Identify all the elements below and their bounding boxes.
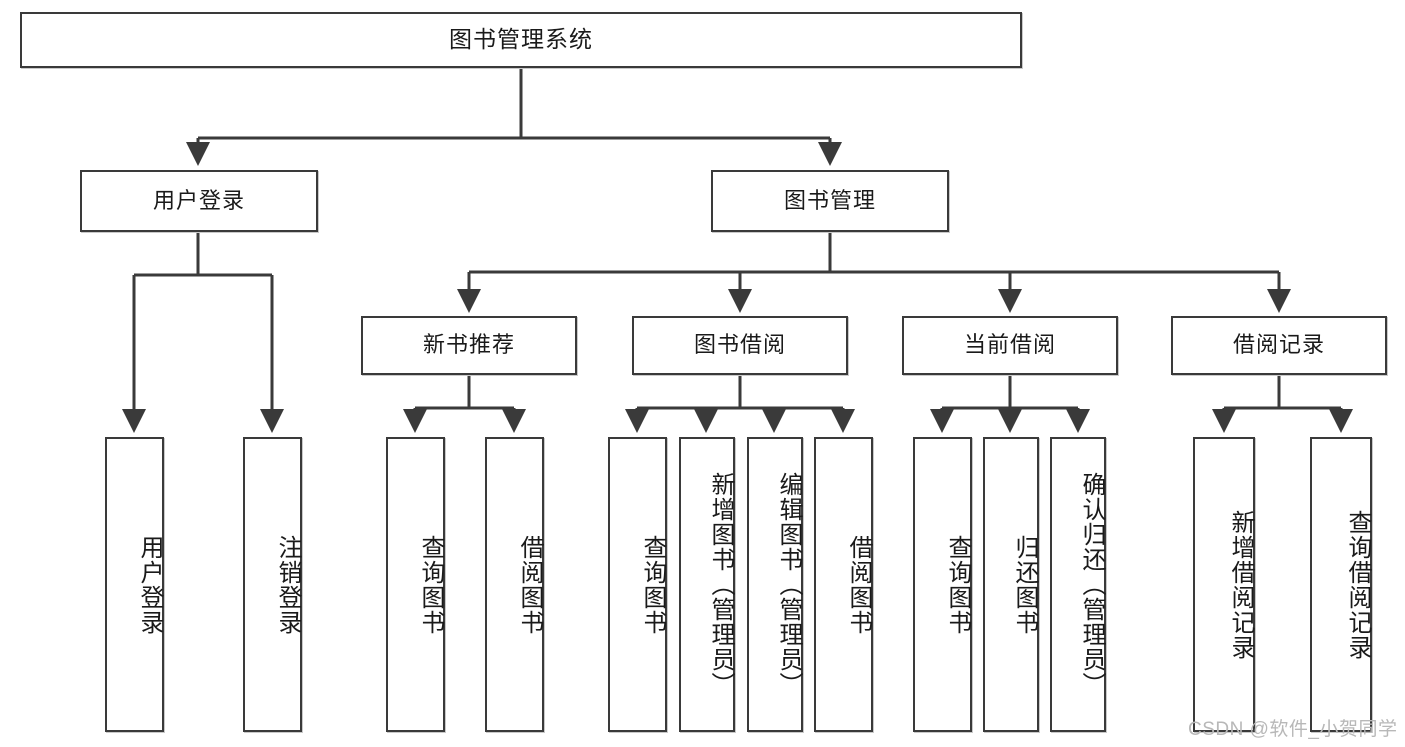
node-leaf-borrow-book-1[interactable]: 借阅图书: [485, 437, 544, 732]
node-current-borrow-label: 当前借阅: [963, 332, 1056, 358]
node-leaf-user-login[interactable]: 用户登录: [105, 437, 164, 732]
node-leaf-edit-book[interactable]: 编辑图书（管理员）: [747, 437, 803, 732]
node-leaf-query-book-2[interactable]: 查询图书: [608, 437, 667, 732]
csdn-watermark: CSDN @软件_小贺同学: [1188, 719, 1398, 740]
node-leaf-confirm-return-label: 确认归还（管理员）: [1078, 472, 1105, 697]
node-leaf-edit-book-label: 编辑图书（管理员）: [775, 472, 802, 697]
node-leaf-add-book-label: 新增图书（管理员）: [707, 472, 734, 697]
node-leaf-logout-login[interactable]: 注销登录: [243, 437, 302, 732]
node-leaf-query-book-2-label: 查询图书: [639, 534, 666, 635]
node-borrow-record-label: 借阅记录: [1232, 332, 1325, 358]
node-leaf-borrow-book-2-label: 借阅图书: [845, 534, 872, 635]
node-new-book-recommend-label: 新书推荐: [422, 332, 515, 358]
node-leaf-add-borrow-record-label: 新增借阅记录: [1227, 509, 1254, 660]
node-leaf-query-book-1[interactable]: 查询图书: [386, 437, 445, 732]
node-leaf-user-login-label: 用户登录: [136, 534, 163, 635]
node-book-manage[interactable]: 图书管理: [711, 170, 949, 232]
node-leaf-return-book[interactable]: 归还图书: [983, 437, 1039, 732]
node-leaf-query-borrow-record-label: 查询借阅记录: [1344, 509, 1371, 660]
node-user-login[interactable]: 用户登录: [80, 170, 318, 232]
node-root[interactable]: 图书管理系统: [20, 12, 1022, 68]
node-leaf-borrow-book-2[interactable]: 借阅图书: [814, 437, 873, 732]
node-leaf-borrow-book-1-label: 借阅图书: [516, 534, 543, 635]
node-leaf-query-book-3-label: 查询图书: [944, 534, 971, 635]
node-leaf-confirm-return[interactable]: 确认归还（管理员）: [1050, 437, 1106, 732]
node-user-login-label: 用户登录: [152, 187, 245, 213]
node-leaf-query-borrow-record[interactable]: 查询借阅记录: [1310, 437, 1372, 732]
node-leaf-add-book[interactable]: 新增图书（管理员）: [679, 437, 735, 732]
node-root-label: 图书管理系统: [449, 26, 593, 53]
node-leaf-return-book-label: 归还图书: [1011, 534, 1038, 635]
node-new-book-recommend[interactable]: 新书推荐: [361, 316, 577, 375]
node-leaf-query-book-3[interactable]: 查询图书: [913, 437, 972, 732]
node-leaf-logout-login-label: 注销登录: [274, 534, 301, 635]
node-book-manage-label: 图书管理: [783, 187, 876, 213]
node-leaf-add-borrow-record[interactable]: 新增借阅记录: [1193, 437, 1255, 732]
node-book-borrow[interactable]: 图书借阅: [632, 316, 848, 375]
node-current-borrow[interactable]: 当前借阅: [902, 316, 1118, 375]
node-leaf-query-book-1-label: 查询图书: [417, 534, 444, 635]
node-borrow-record[interactable]: 借阅记录: [1171, 316, 1387, 375]
node-book-borrow-label: 图书借阅: [693, 332, 786, 358]
